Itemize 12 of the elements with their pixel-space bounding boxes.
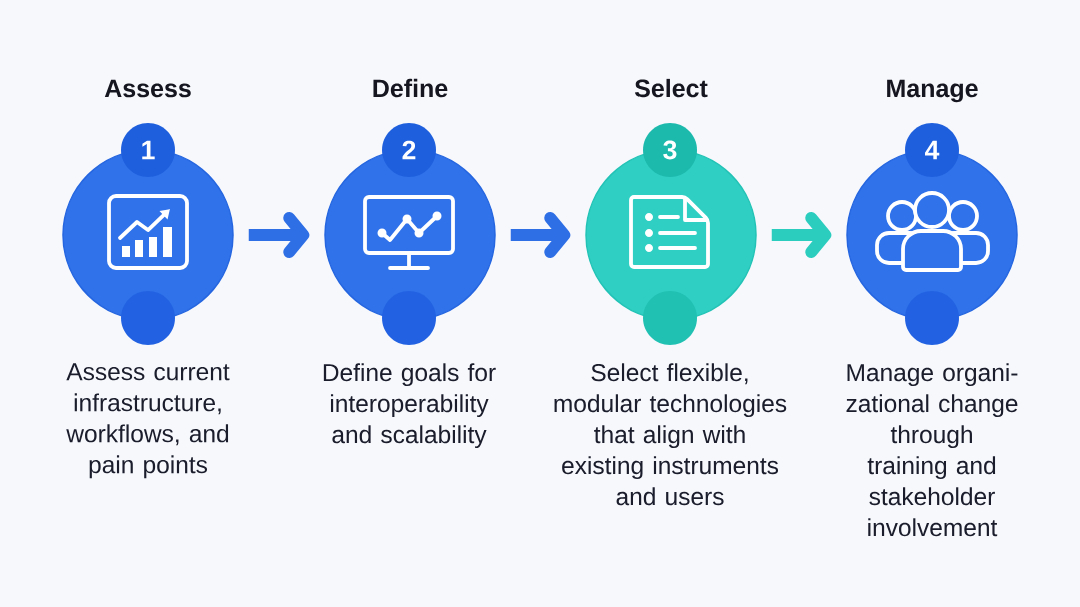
number-badge: 2 [382, 123, 436, 177]
step-heading: Assess [104, 79, 191, 98]
step-heading: Manage [887, 79, 978, 103]
step-heading: Select [634, 78, 708, 98]
number-badge: 3 [643, 123, 697, 177]
number-badge: 1 [121, 123, 175, 177]
step-description: Manage organi- zational change through training and stakeholder involvement [846, 363, 1018, 537]
number-badge: 4 [905, 123, 959, 177]
step-description: Define goals for interoperability and scalability [323, 363, 496, 449]
step-description: Assess current infrastructure, workflows, and pain points [66, 363, 230, 479]
step-description: Select flexible, modular technologies that align with existing instruments and users [554, 363, 787, 506]
step-heading: Define [373, 78, 448, 98]
